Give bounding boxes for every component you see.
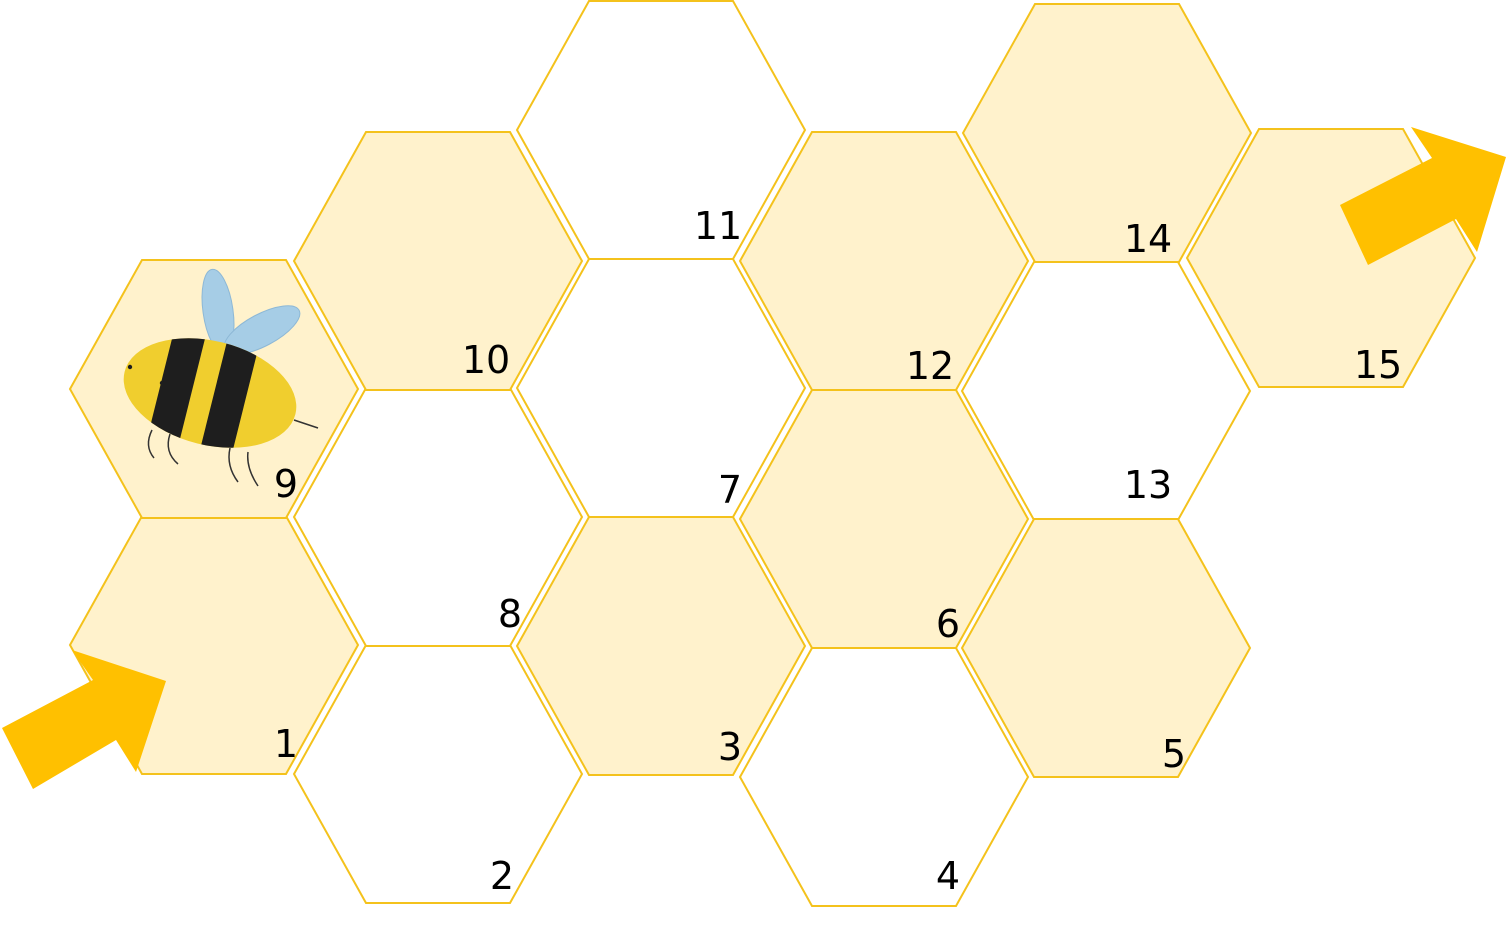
cell-number-5: 5: [1162, 732, 1186, 776]
hex-cell-10: [292, 131, 584, 391]
bee-stripe: [192, 323, 263, 465]
cell-number-1: 1: [274, 722, 298, 766]
cell-number-7: 7: [718, 468, 742, 512]
cell-number-14: 14: [1124, 217, 1172, 261]
start-arrow-icon: [2, 650, 166, 789]
cell-number-8: 8: [498, 592, 522, 636]
cell-number-15: 15: [1354, 343, 1402, 387]
cell-number-11: 11: [694, 204, 742, 248]
cell-number-2: 2: [490, 854, 514, 898]
bee-eye: [159, 380, 165, 386]
bee-eye: [127, 364, 133, 370]
cell-number-10: 10: [462, 338, 510, 382]
cell-number-3: 3: [718, 725, 742, 769]
hex-cell-3: [515, 516, 807, 776]
cell-number-4: 4: [936, 854, 960, 898]
hex-cell-12: [738, 131, 1030, 391]
cell-number-13: 13: [1124, 463, 1172, 507]
cell-number-9: 9: [274, 462, 298, 506]
cell-number-6: 6: [936, 602, 960, 646]
finish-arrow-icon: [1340, 127, 1506, 265]
hex-cell-5: [960, 518, 1252, 778]
cell-number-12: 12: [906, 344, 954, 388]
hex-cell-14: [961, 3, 1253, 263]
hex-cell-11: [515, 0, 807, 260]
